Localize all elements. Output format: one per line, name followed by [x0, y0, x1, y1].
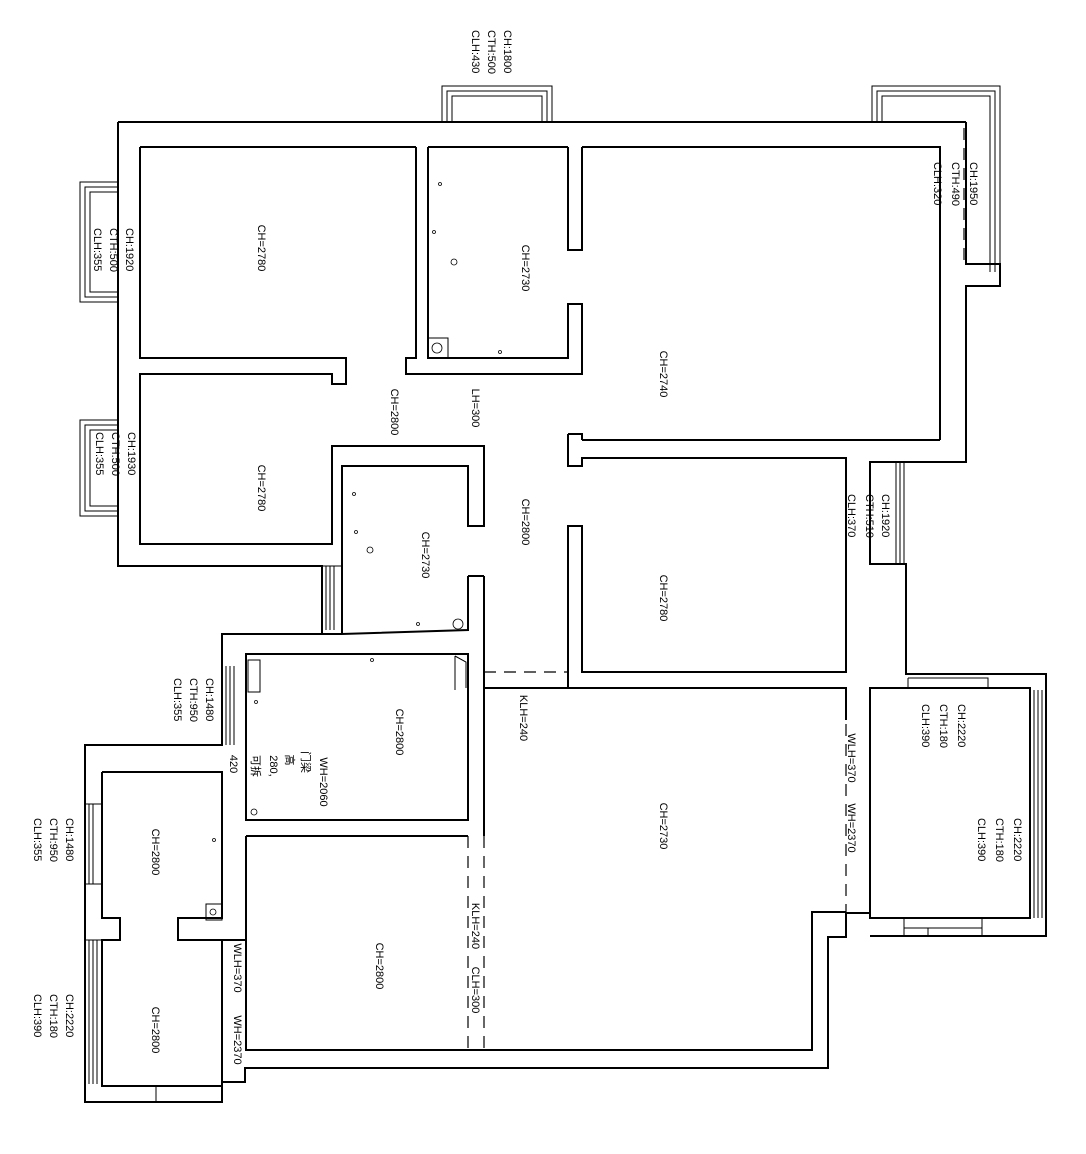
beam-label-clh-300: CLH=300 — [469, 967, 481, 1014]
kitchen-note-wh: WH=2060 — [317, 757, 329, 806]
beam-label-wlh-370-a: WLH=370 — [845, 733, 857, 782]
stove-icon — [454, 655, 467, 690]
window-note-left-sw-clh: CLH:355 — [31, 818, 43, 861]
window-note-top-center-clh: CLH:430 — [469, 30, 481, 73]
window-note-right-mid-ch: CH:1920 — [879, 494, 891, 537]
window-note-left-kitchen-clh: CLH:355 — [171, 678, 183, 721]
window-note-left-sw-ch: CH:1480 — [63, 818, 75, 861]
window-note-left-upper-clh: CLH:355 — [91, 228, 103, 271]
windows — [79, 85, 1043, 1102]
window-note-left-kitchen-ch: CH:1480 — [203, 678, 215, 721]
vent-icon — [247, 659, 261, 693]
window-note-top-center-cth: CTH:500 — [485, 30, 497, 74]
kitchen-notes: WH=2060 门梁 高 280, 可拆 420 — [227, 751, 329, 807]
beam-label-klh-240-a: KLH=240 — [517, 695, 529, 741]
window-note-left-sw-bottom-ch: CH:2220 — [63, 994, 75, 1037]
window-note-top-right-ch: CH:1950 — [967, 162, 979, 205]
window-note-left-sw-bottom-cth: CTH:180 — [47, 994, 59, 1038]
room-label-kitchen: CH=2800 — [393, 709, 405, 756]
room-label-bed-c: CH=2780 — [657, 575, 669, 622]
beam-lines — [221, 121, 965, 1082]
window-note-left-upper-ch: CH:1920 — [123, 228, 135, 271]
kitchen-note-num: 420 — [227, 755, 239, 773]
window-note-top-right-cth: CTH:490 — [949, 162, 961, 206]
ceiling-labels: CH=2780 CH=2730 CH=2740 CH=2780 CH=2800 … — [149, 225, 669, 1054]
window-note-top-center-ch: CH:1800 — [501, 30, 513, 73]
room-label-bath-mid: CH=2730 — [419, 532, 431, 579]
kitchen-note-value: 280, — [267, 755, 279, 776]
window-note-right-mid-cth: CTH:510 — [863, 494, 875, 538]
beam-label-wh-2370-a: WH=2370 — [845, 803, 857, 852]
window-note-left-mid-cth: CTH:500 — [109, 432, 121, 476]
beam-label-wh-2370-b: WH=2370 — [231, 1015, 243, 1064]
room-label-living: CH=2730 — [657, 803, 669, 850]
beam-label-wlh-370-b: WLH=370 — [231, 943, 243, 992]
window-note-left-sw-bottom-clh: CLH:390 — [31, 994, 43, 1037]
window-note-right-mid-clh: CLH:370 — [845, 494, 857, 537]
window-note-balcony-top-ch: CH:2220 — [955, 704, 967, 747]
window-notes: CH:1800 CTH:500 CLH:430 CH:1950 CTH:490 … — [31, 30, 1023, 1038]
beam-label-lh-300: LH=300 — [469, 389, 481, 428]
window-note-left-sw-cth: CTH:950 — [47, 818, 59, 862]
kitchen-note-height: 高 — [283, 755, 297, 766]
window-note-left-mid-clh: CLH:355 — [93, 432, 105, 475]
room-label-bath-top: CH=2730 — [519, 245, 531, 292]
room-label-master: CH=2740 — [657, 351, 669, 398]
room-label-corridor-upper: CH=2800 — [388, 389, 400, 436]
beam-labels: LH=300 KLH=240 KLH=240 CLH=300 WLH=370 W… — [231, 389, 857, 1065]
exterior-walls — [84, 121, 1047, 1103]
room-label-sw-lower: CH=2800 — [149, 1007, 161, 1054]
window-note-balcony-right-clh: CLH:390 — [975, 818, 987, 861]
room-label-bed-b: CH=2780 — [255, 465, 267, 512]
pipe-icon — [205, 903, 223, 921]
kitchen-note-removable: 可拆 — [249, 755, 263, 777]
floor-drain-icon — [427, 337, 449, 359]
window-note-left-upper-cth: CTH:500 — [107, 228, 119, 272]
room-label-dining: CH=2800 — [373, 943, 385, 990]
window-note-balcony-right-ch: CH:2220 — [1011, 818, 1023, 861]
window-note-left-kitchen-cth: CTH:950 — [187, 678, 199, 722]
toilet-icon — [452, 618, 464, 630]
window-note-left-mid-ch: CH:1930 — [125, 432, 137, 475]
window-note-balcony-top-cth: CTH:180 — [937, 704, 949, 748]
beam-label-klh-240-b: KLH=240 — [469, 903, 481, 949]
window-note-balcony-right-cth: CTH:180 — [993, 818, 1005, 862]
kitchen-note-beam: 门梁 — [299, 751, 313, 773]
room-label-corridor-mid: CH=2800 — [519, 499, 531, 546]
window-note-balcony-top-clh: CLH:390 — [919, 704, 931, 747]
room-label-sw-upper: CH=2800 — [149, 829, 161, 876]
fixtures — [205, 182, 502, 921]
room-label-bed-a: CH=2780 — [255, 225, 267, 272]
window-note-top-right-clh: CLH:320 — [931, 162, 943, 205]
